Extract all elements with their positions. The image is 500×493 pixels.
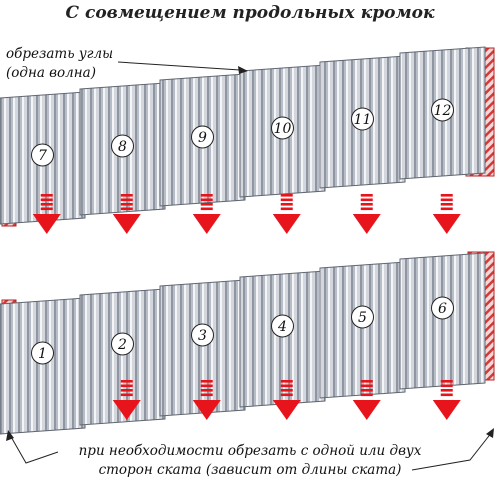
note-cut-corners-line-1: обрезать углы xyxy=(6,46,113,62)
sheet-6: 6 xyxy=(399,252,486,390)
sheet-number-badge xyxy=(351,305,374,329)
slope-direction-arrow xyxy=(352,194,381,234)
sheet-4: 4 xyxy=(239,270,326,408)
note-trim-line-2: сторон ската (зависит от длины ската) xyxy=(99,462,402,478)
sheet-number: 8 xyxy=(118,139,127,155)
sheet-10: 10 xyxy=(239,64,326,198)
sheet-number: 3 xyxy=(198,328,207,344)
sheet-number-badge xyxy=(191,323,214,347)
sheet-number: 1 xyxy=(38,346,47,362)
sheet-number-badge xyxy=(271,116,294,140)
note-trim-line-1: при необходимости обрезать с одной или д… xyxy=(79,443,422,459)
leader-arrowhead-top xyxy=(238,66,248,74)
slope-direction-arrow xyxy=(192,380,221,420)
sheet-number-badge xyxy=(191,125,214,149)
slope-direction-arrow xyxy=(112,194,141,234)
leader-line-bottom-right xyxy=(411,431,493,471)
sheet-number-badge xyxy=(31,143,54,167)
sheet-number-badge xyxy=(31,341,54,365)
sheet-number-badge xyxy=(431,296,454,320)
sheet-number: 2 xyxy=(117,337,127,353)
sheet-number: 12 xyxy=(434,103,452,119)
slope-direction-arrow xyxy=(192,194,221,234)
slope-direction-arrow xyxy=(352,380,381,420)
sheet-number: 10 xyxy=(274,121,292,137)
slope-direction-arrow xyxy=(32,194,61,234)
sheet-number: 7 xyxy=(38,148,47,164)
sheet-7: 7 xyxy=(0,91,86,225)
note-cut-corners-line-2: (одна волна) xyxy=(6,65,96,81)
sheet-11: 11 xyxy=(319,55,406,189)
sheet-9: 9 xyxy=(159,73,246,207)
sheet-number: 5 xyxy=(358,310,367,326)
sheet-number: 4 xyxy=(277,319,287,335)
sheet-3: 3 xyxy=(159,279,246,417)
slope-direction-arrow xyxy=(272,194,301,234)
leader-arrowhead-bottom-right xyxy=(486,428,494,438)
sheet-number-badge xyxy=(271,314,294,338)
sheet-8: 8 xyxy=(79,82,166,216)
sheet-12: 12 xyxy=(399,46,486,180)
slope-direction-arrow xyxy=(112,380,141,420)
sheet-number-badge xyxy=(351,107,374,131)
diagram-title: С совмещением продольных кромок xyxy=(66,3,435,23)
slope-direction-arrow xyxy=(432,194,461,234)
sheet-number-badge xyxy=(111,134,134,158)
sheet-number: 11 xyxy=(354,112,372,128)
sheet-1: 1 xyxy=(0,297,86,435)
row-top: 7 8 9 10 11 12 xyxy=(0,46,495,234)
sheet-2: 2 xyxy=(79,288,166,426)
sheet-number-badge xyxy=(431,98,454,122)
sheet-number-badge xyxy=(111,332,134,356)
leader-line-top xyxy=(117,61,241,71)
leader-line-bottom-left xyxy=(9,434,59,464)
sheet-5: 5 xyxy=(319,261,406,399)
leader-arrowhead-bottom-left xyxy=(6,430,14,441)
slope-direction-arrow xyxy=(272,380,301,420)
row-bottom: 1 2 3 4 5 6 xyxy=(0,251,495,435)
slope-direction-arrow xyxy=(432,380,461,420)
sheet-number: 9 xyxy=(198,130,207,146)
sheet-number: 6 xyxy=(438,301,447,317)
